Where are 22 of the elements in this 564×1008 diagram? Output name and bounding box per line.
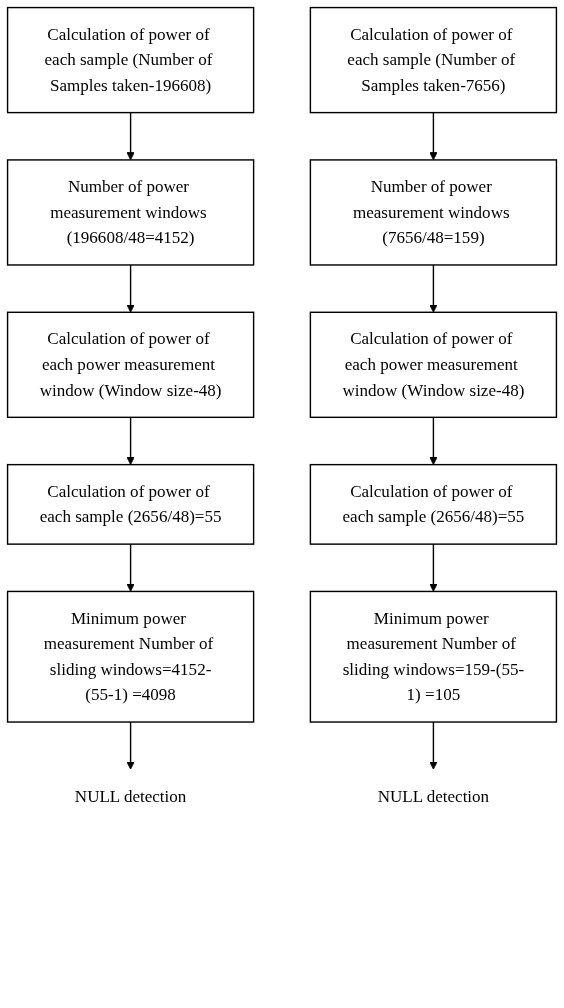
arrow — [126, 111, 135, 161]
arrow — [429, 111, 438, 161]
arrow — [429, 416, 438, 465]
node-box: Calculation of power of each power measurement window (Window size-48) — [309, 311, 558, 419]
arrow — [126, 543, 135, 592]
node-box: Calculation of power of each sample (Number of Samples taken-196608) — [6, 6, 255, 114]
node-box: Calculation of power of each power measurement window (Window size-48) — [6, 311, 255, 419]
node-box: Calculation of power of each sample (2656/48)=55 — [309, 463, 558, 545]
node-box: Number of power measurement windows (7656/48=159) — [309, 159, 558, 266]
arrow — [126, 416, 135, 465]
node-box: Calculation of power of each sample (2656/48)=55 — [6, 463, 255, 545]
node-text: NULL detection — [377, 786, 490, 806]
arrow — [429, 264, 438, 313]
arrow — [126, 721, 135, 770]
node-box: Minimum power measurement Number of sliding windows=159-(55-1) =105 — [309, 590, 558, 723]
node-box: Number of power measurement windows (196608/48=4152) — [6, 159, 255, 266]
node-box: Minimum power measurement Number of sliding windows=4152-(55-1) =4098 — [6, 590, 255, 723]
node-box: Calculation of power of each sample (Number of Samples taken-7656) — [309, 6, 558, 114]
arrow — [126, 264, 135, 313]
arrow — [429, 543, 438, 592]
arrow — [429, 721, 438, 770]
node-text: NULL detection — [74, 786, 187, 806]
